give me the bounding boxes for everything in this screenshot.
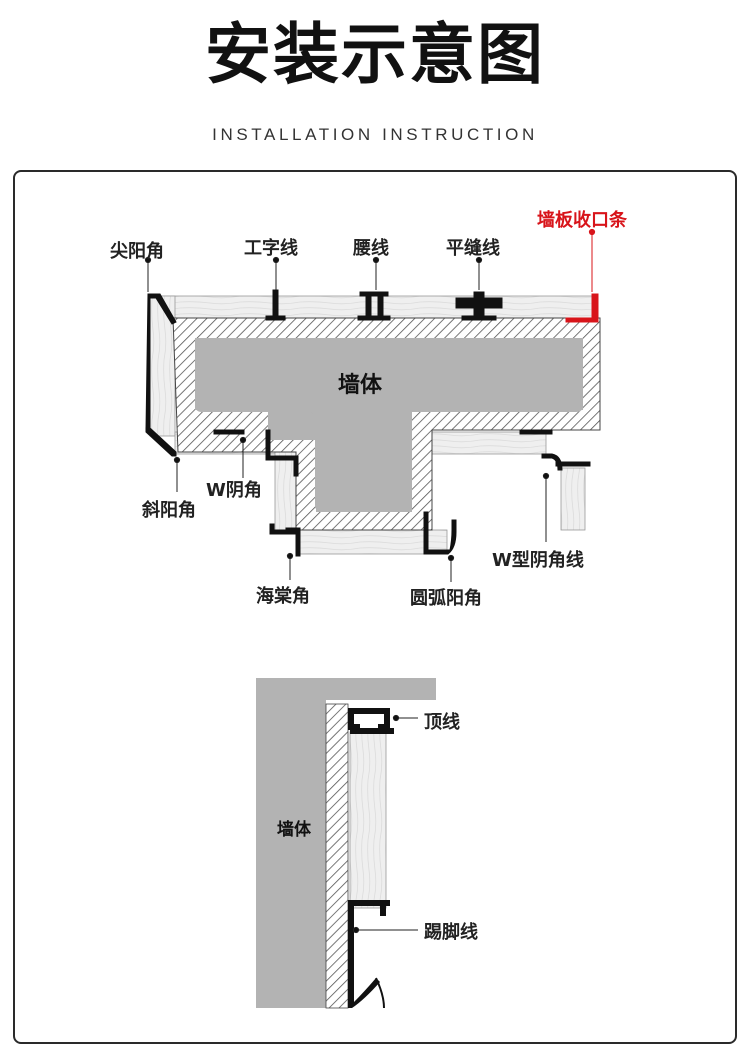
begonia-corner-inner	[285, 527, 301, 557]
label-flat-seam-line: 平缝线	[446, 237, 500, 259]
label-i-line: 工字线	[244, 237, 298, 259]
profiles	[145, 289, 599, 557]
arc-outer-corner-profile	[423, 511, 457, 555]
edge-trim-profile	[565, 293, 599, 323]
section-wall-label: 墙体	[277, 819, 312, 840]
w-inner-corner-line-profile	[541, 453, 563, 471]
i-line-base	[265, 315, 286, 321]
top-line-base	[350, 728, 394, 734]
w-inner-corner-profile	[265, 429, 299, 477]
w-corner-top	[213, 429, 245, 435]
w-line-side	[555, 461, 591, 467]
section-plaster	[325, 703, 349, 1009]
skirting-top	[350, 900, 390, 906]
page-title: 安装示意图	[205, 16, 545, 93]
w-line-top	[519, 429, 553, 435]
plan-leaders	[144, 228, 596, 582]
label-skirting-line: 踢脚线	[424, 921, 478, 943]
bevel-corner-profile	[145, 427, 177, 457]
label-w-inner-corner: W阴角	[206, 479, 262, 501]
label-pointed-corner: 尖阳角	[110, 240, 164, 262]
section-view: 墙体 顶线 踢脚线	[256, 678, 478, 1009]
section-leaders	[352, 714, 418, 934]
label-edge-trim: 墙板收口条	[537, 209, 628, 231]
label-arc-outer-corner: 圆弧阳角	[410, 587, 482, 609]
section-panel	[349, 731, 387, 909]
label-w-inner-corner-line: W型阴角线	[492, 549, 584, 571]
side-panel	[560, 467, 586, 531]
section-wall	[256, 678, 436, 1008]
diagram-frame	[13, 170, 737, 1044]
label-bevel-corner: 斜阳角	[141, 499, 196, 521]
waist-line-base	[357, 315, 391, 321]
page-subtitle: INSTALLATION INSTRUCTION	[212, 125, 538, 144]
top-line-profile	[348, 708, 390, 730]
label-waist-line: 腰线	[352, 237, 389, 259]
lower-right-panel	[431, 431, 547, 455]
wall-core-rounded	[195, 338, 583, 512]
plan-wall-label: 墙体	[338, 373, 383, 398]
label-top-line: 顶线	[424, 711, 460, 733]
label-begonia-corner: 海棠角	[256, 585, 310, 607]
plan-view: 墙体	[110, 209, 628, 609]
skirting-clip	[380, 904, 386, 916]
skirting-curve	[375, 977, 385, 1009]
skirting-line-profile	[348, 900, 380, 1008]
waist-line-top	[359, 291, 389, 297]
flat-seam-base	[461, 315, 497, 321]
